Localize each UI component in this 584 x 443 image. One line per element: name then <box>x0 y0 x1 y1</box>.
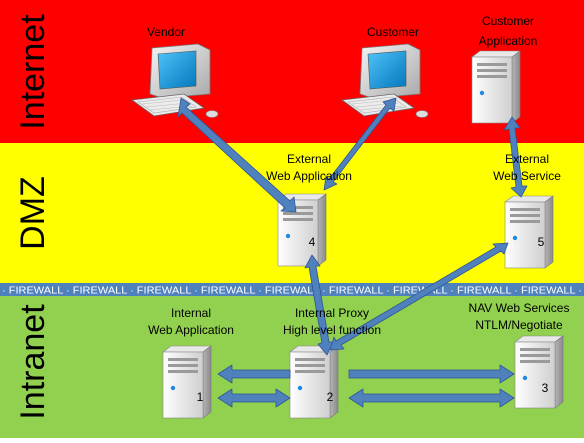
customer-application-server-icon <box>471 50 521 124</box>
nav-web-services-label-line2: NTLM/Negotiate <box>475 318 563 332</box>
internal-web-application-server-icon <box>162 345 212 419</box>
server-number-5: 5 <box>538 235 545 249</box>
internal-proxy-label-line1: Internal Proxy <box>295 306 369 320</box>
internal-proxy-server-icon <box>289 345 339 419</box>
arrow-proxy-nav-lower <box>348 388 515 408</box>
arrow-proxy-to-nav-upper <box>348 364 515 384</box>
arrow-customer-external-web-app <box>323 97 397 191</box>
external-web-service-label-line1: External <box>505 152 549 166</box>
zone-label-internet: Internet <box>14 14 52 130</box>
external-web-service-server-icon <box>504 195 554 269</box>
arrow-vendor-external-web-app <box>177 97 297 213</box>
external-web-service-label-line2: Web Service <box>493 169 561 183</box>
nav-web-services-server-icon <box>514 335 564 409</box>
vendor-label: Vendor <box>147 25 185 39</box>
zone-label-intranet: Intranet <box>14 304 52 420</box>
server-number-1: 1 <box>197 390 204 404</box>
internal-web-application-label-line2: Web Application <box>148 323 234 337</box>
server-number-3: 3 <box>542 381 549 395</box>
connection-arrows <box>177 97 528 408</box>
internal-proxy-label-line2: High level function <box>283 323 381 337</box>
nav-web-services-label-line1: NAV Web Services <box>469 301 570 315</box>
customer-application-label-line1: Customer <box>482 14 534 28</box>
server-number-2: 2 <box>327 390 334 404</box>
arrow-proxy-to-internal-web-app <box>217 364 291 384</box>
arrow-external-web-app-internal-proxy <box>304 254 334 356</box>
customer-label: Customer <box>367 25 419 39</box>
external-web-application-label-line1: External <box>287 152 331 166</box>
arrow-customer-app-external-web-service <box>503 116 528 198</box>
arrow-internal-web-app-proxy <box>217 388 291 408</box>
customer-application-label-line2: Application <box>479 34 538 48</box>
external-web-application-label-line2: Web Application <box>266 169 352 183</box>
firewall-label: · FIREWALL · FIREWALL · FIREWALL · FIREW… <box>2 285 582 297</box>
internal-web-application-label-line1: Internal <box>171 306 211 320</box>
zone-label-dmz: DMZ <box>14 176 52 250</box>
server-number-4: 4 <box>309 235 316 249</box>
arrow-external-web-service-internal-proxy <box>329 242 509 351</box>
